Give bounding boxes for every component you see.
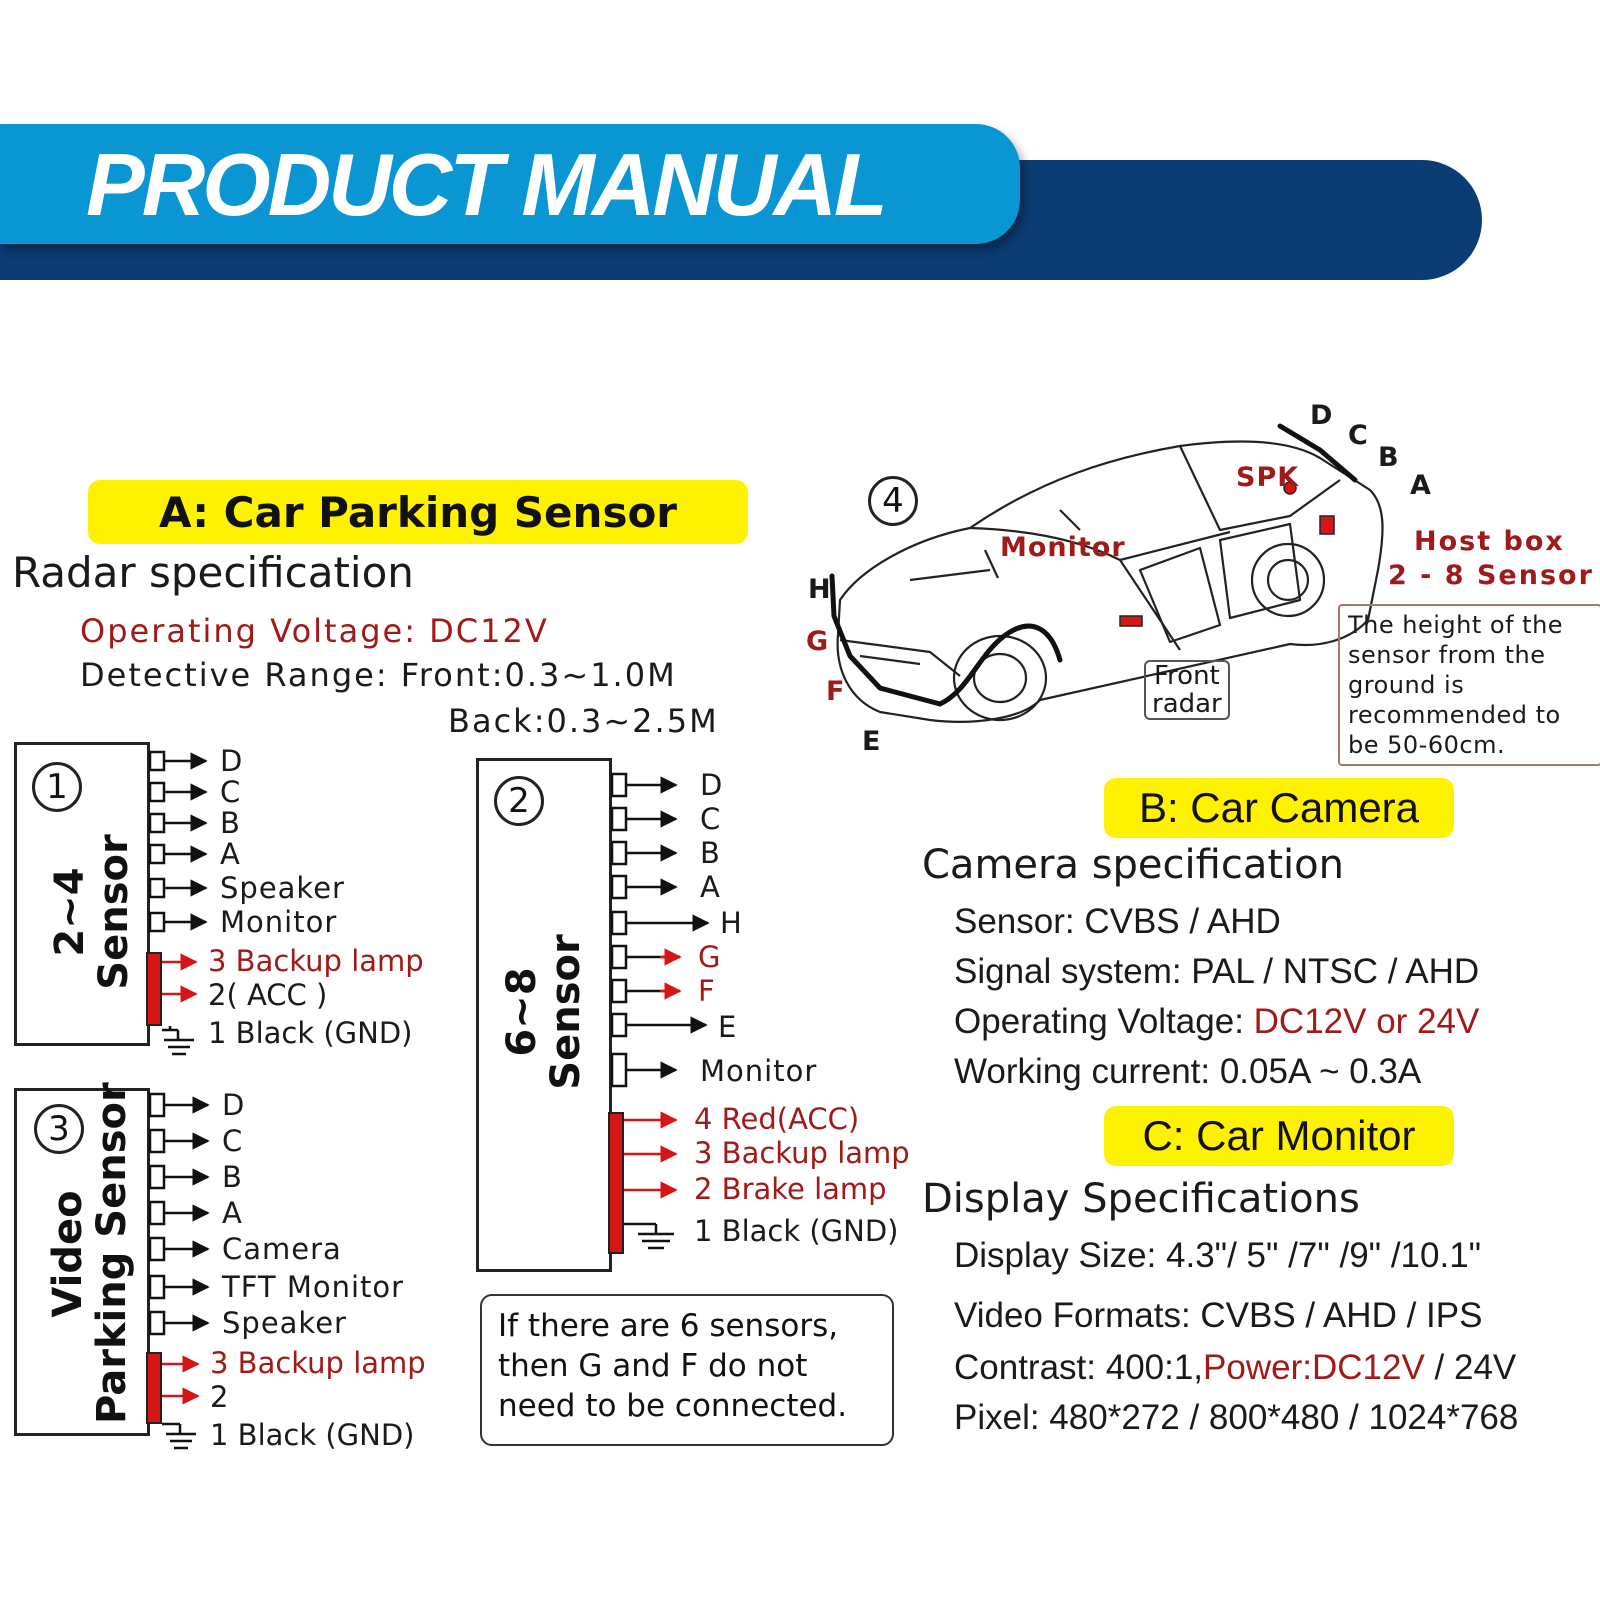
- box-3-wire-tft-monitor: TFT Monitor: [222, 1270, 405, 1304]
- box-3-power-gnd: 1 Black (GND): [210, 1418, 415, 1452]
- camera-signal: Signal system: PAL / NTSC / AHD: [954, 952, 1480, 991]
- box-2-wire-c: C: [700, 802, 721, 836]
- box-3-number: 3: [34, 1104, 84, 1154]
- car-letter-g: G: [806, 626, 829, 657]
- car-label-spk: SPK: [1236, 462, 1300, 493]
- box-2-wire-a: A: [700, 870, 720, 904]
- sensor-box-3: [14, 1088, 150, 1436]
- box-2-power-brake: 2 Brake lamp: [694, 1172, 887, 1206]
- car-letter-f: F: [826, 676, 845, 707]
- box-2-power-bar: [608, 1112, 624, 1254]
- box-2-connectors: [610, 772, 710, 1250]
- car-label-monitor: Monitor: [1000, 532, 1126, 563]
- car-letter-e: E: [862, 726, 881, 757]
- box-3-power-backup: 3 Backup lamp: [210, 1346, 426, 1380]
- box-1-power-bar: [146, 952, 162, 1026]
- camera-spec-title: Camera specification: [922, 842, 1344, 888]
- box-3-power-2: 2: [210, 1380, 229, 1414]
- box-2-wire-f: F: [698, 974, 715, 1008]
- header-banner-front: [0, 124, 1020, 244]
- display-spec-title: Display Specifications: [922, 1176, 1360, 1222]
- box-1-power-backup: 3 Backup lamp: [208, 944, 424, 978]
- box-3-power-bar: [146, 1352, 162, 1424]
- car-letter-a: A: [1410, 470, 1431, 501]
- box-2-wire-g: G: [698, 940, 721, 974]
- box-3-wire-a: A: [222, 1196, 242, 1230]
- box-2-wire-monitor: Monitor: [700, 1054, 818, 1088]
- car-diagram-number: 4: [868, 476, 918, 526]
- box-2-wire-d: D: [700, 768, 723, 802]
- box-1-number: 1: [32, 762, 82, 812]
- box-2-number: 2: [494, 776, 544, 826]
- box-3-wire-speaker: Speaker: [222, 1306, 347, 1340]
- car-label-host-box: Host box: [1414, 526, 1565, 557]
- display-power-value: Power:DC12V: [1203, 1348, 1425, 1387]
- box-2-power-backup: 3 Backup lamp: [694, 1136, 910, 1170]
- box-1-connectors: [148, 750, 208, 1056]
- box-2-power-acc: 4 Red(ACC): [694, 1102, 860, 1136]
- car-letter-b: B: [1378, 442, 1399, 473]
- page-title: PRODUCT MANUAL: [86, 135, 888, 234]
- car-illustration: [829, 423, 1384, 723]
- display-pixel: Pixel: 480*272 / 800*480 / 1024*768: [954, 1398, 1519, 1437]
- box-2-wire-b: B: [700, 836, 720, 870]
- box-3-wire-d: D: [222, 1088, 245, 1122]
- radar-voltage: Operating Voltage: DC12V: [80, 612, 549, 650]
- six-sensor-note: If there are 6 sensors, then G and F do …: [480, 1294, 894, 1446]
- sensor-height-note: The height of the sensor from the ground…: [1338, 604, 1600, 766]
- section-b-pill: B: Car Camera: [1104, 778, 1454, 838]
- box-1-wire-b: B: [220, 806, 240, 840]
- box-3-wire-c: C: [222, 1124, 243, 1158]
- radar-spec-title: Radar specification: [12, 548, 414, 597]
- car-label-host-sensor: 2 - 8 Sensor: [1388, 560, 1594, 591]
- camera-current: Working current: 0.05A ~ 0.3A: [954, 1052, 1422, 1091]
- display-formats: Video Formats: CVBS / AHD / IPS: [954, 1296, 1483, 1335]
- display-size: Display Size: 4.3"/ 5" /7" /9" /10.1": [954, 1236, 1482, 1275]
- box-3-wire-camera: Camera: [222, 1232, 342, 1266]
- box-2-wire-h: H: [720, 906, 742, 940]
- camera-voltage-value: DC12V or 24V: [1253, 1002, 1480, 1041]
- radar-range-back: Back:0.3~2.5M: [448, 702, 719, 740]
- display-contrast-power: Contrast: 400:1,Power:DC12V / 24V: [954, 1348, 1517, 1387]
- box-3-connectors: [148, 1092, 210, 1450]
- box-2-power-gnd: 1 Black (GND): [694, 1214, 899, 1248]
- box-1-wire-a: A: [220, 837, 240, 871]
- camera-voltage: Operating Voltage: DC12V or 24V: [954, 1002, 1480, 1041]
- sensor-box-2: [476, 758, 612, 1272]
- section-c-pill: C: Car Monitor: [1104, 1106, 1454, 1166]
- box-1-power-gnd: 1 Black (GND): [208, 1016, 413, 1050]
- box-2-wire-e: E: [718, 1010, 737, 1044]
- box-1-wire-speaker: Speaker: [220, 871, 345, 905]
- box-3-wire-b: B: [222, 1160, 242, 1194]
- box-1-wire-c: C: [220, 775, 241, 809]
- box-1-wire-monitor: Monitor: [220, 905, 338, 939]
- car-letter-d: D: [1310, 400, 1333, 431]
- section-a-pill: A: Car Parking Sensor: [88, 480, 748, 544]
- box-1-power-acc: 2( ACC ): [208, 978, 328, 1012]
- car-letter-c: C: [1348, 420, 1368, 451]
- radar-range-front: Detective Range: Front:0.3~1.0M: [80, 656, 677, 694]
- camera-sensor: Sensor: CVBS / AHD: [954, 902, 1281, 941]
- car-letter-h: H: [808, 574, 831, 605]
- box-1-wire-d: D: [220, 744, 243, 778]
